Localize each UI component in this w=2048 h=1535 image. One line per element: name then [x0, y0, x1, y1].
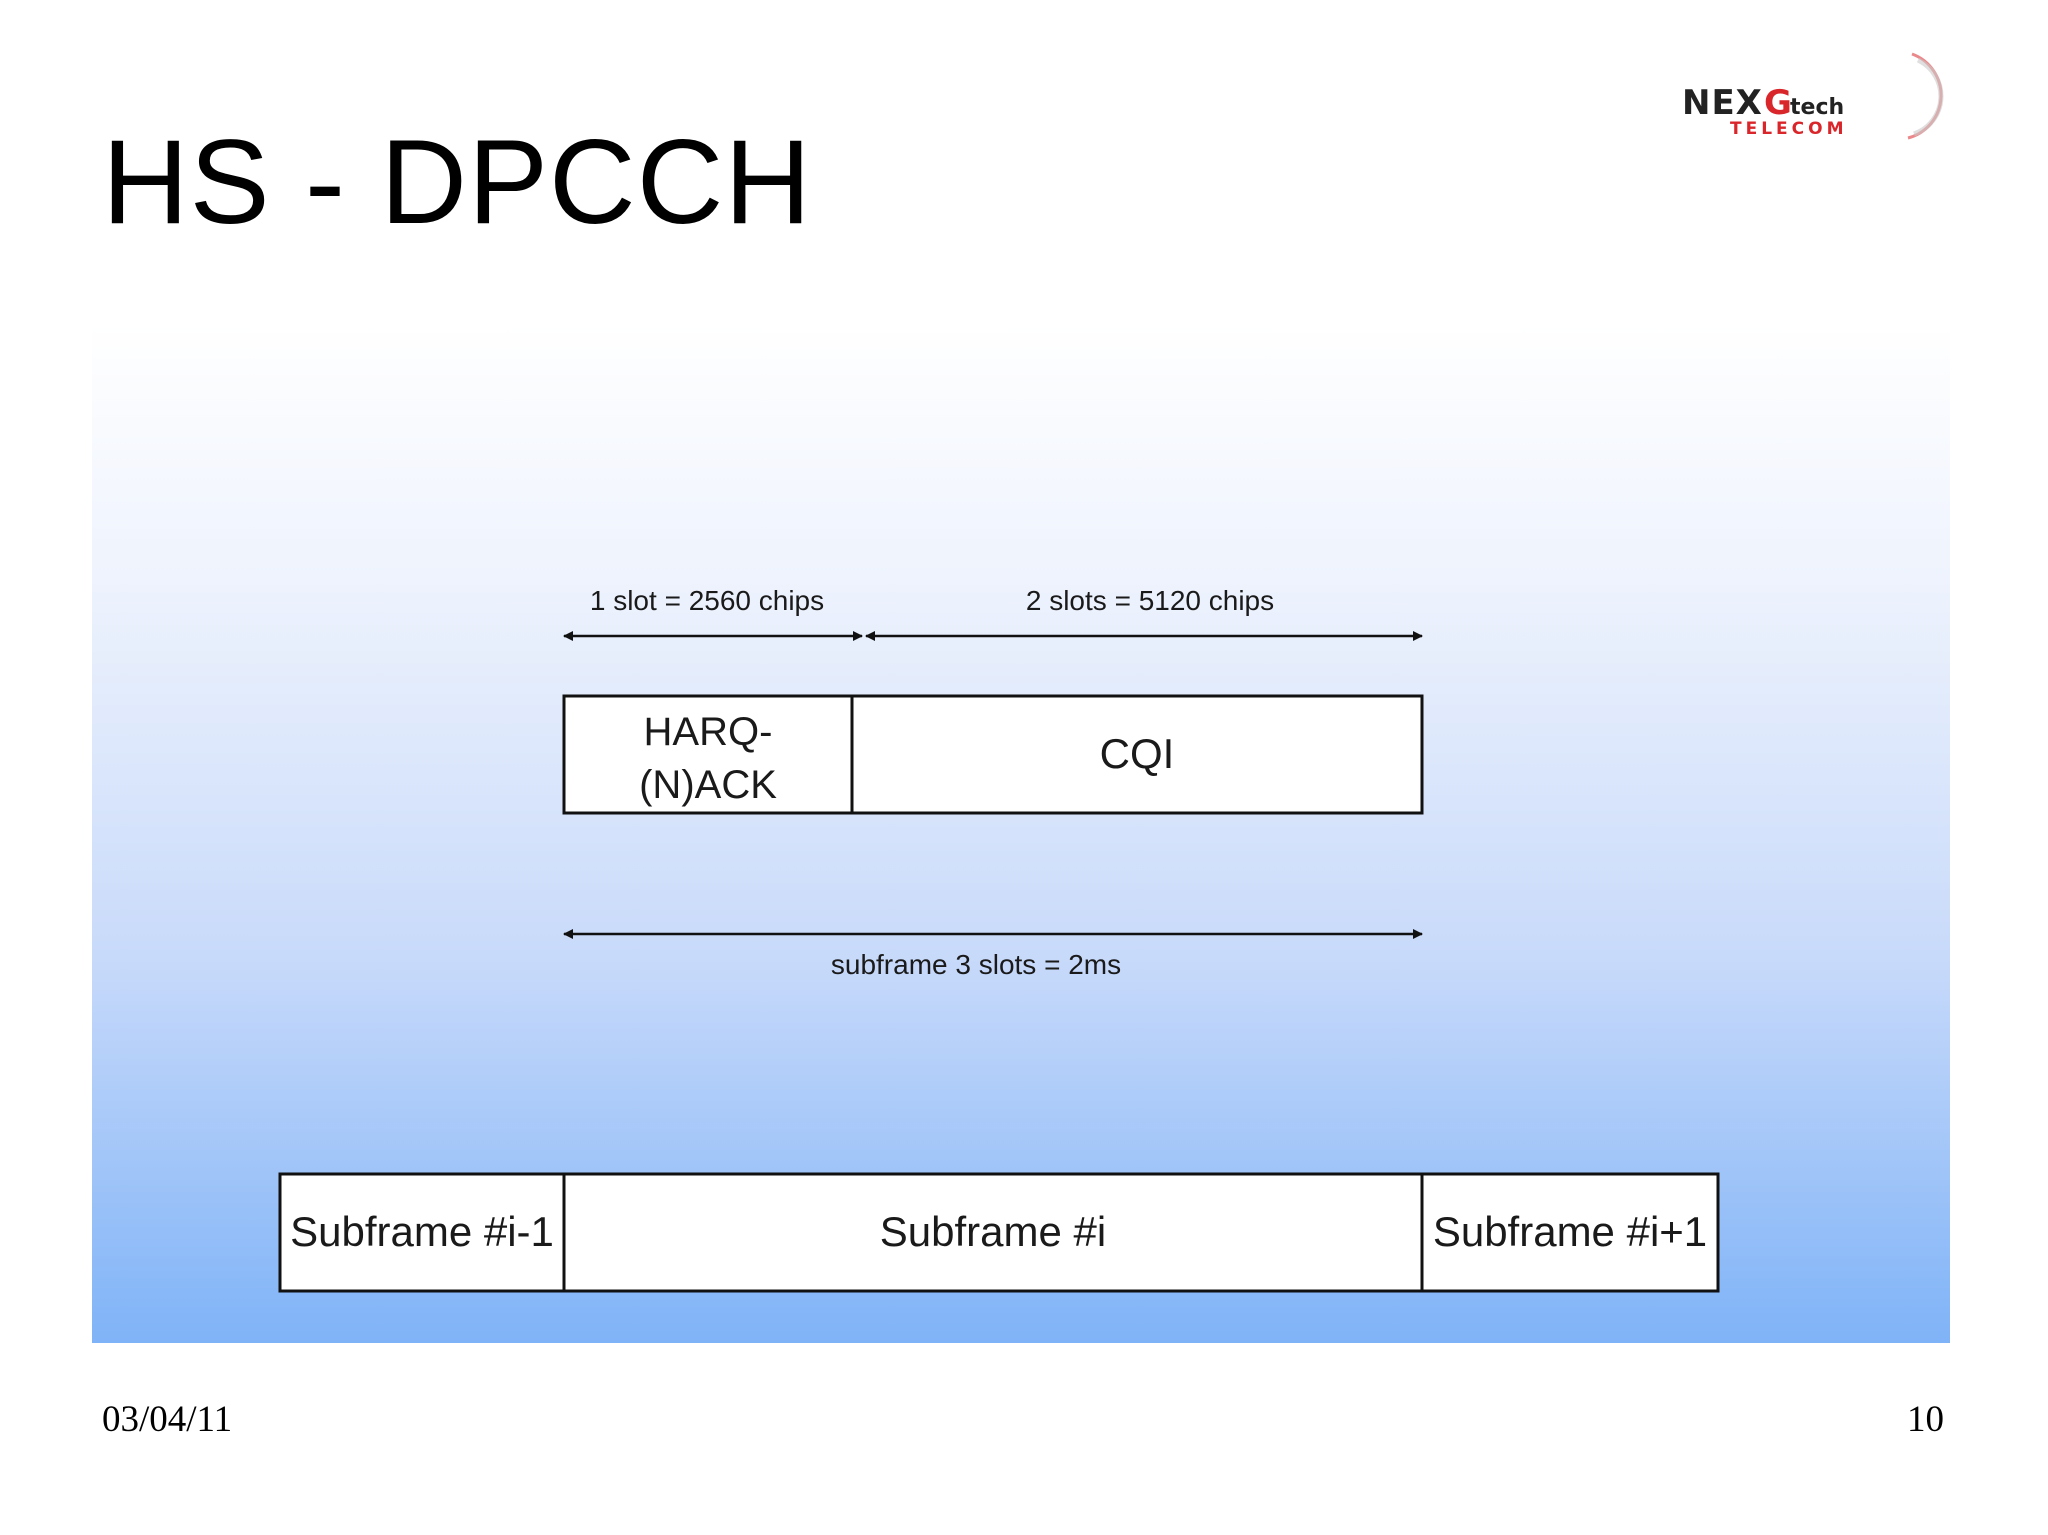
cqi-label: CQI: [1100, 730, 1175, 777]
svg-text:G: G: [1764, 83, 1792, 123]
subframe-current-label: Subframe #i: [880, 1208, 1106, 1255]
slide-page-number: 10: [1907, 1399, 1944, 1440]
slide-title: HS - DPCCH: [102, 115, 813, 249]
slot-label-2: 2 slots = 5120 chips: [1026, 585, 1274, 616]
harq-label-line1: HARQ-: [644, 710, 773, 754]
slide-date: 03/04/11: [102, 1399, 233, 1440]
subframe-current-box: [562, 1172, 1424, 1293]
svg-text:tech: tech: [1790, 95, 1844, 120]
subframe-prev-label: Subframe #i-1: [290, 1208, 554, 1255]
subframe-next-box: [1420, 1172, 1720, 1293]
svg-text:TELECOM: TELECOM: [1730, 119, 1848, 139]
subframe-duration-label: subframe 3 slots = 2ms: [831, 949, 1121, 980]
subframe-next-label: Subframe #i+1: [1433, 1208, 1707, 1255]
cqi-field-box: [850, 694, 1424, 815]
slot-label-1: 1 slot = 2560 chips: [590, 585, 824, 616]
subframe-prev-box: [278, 1172, 566, 1293]
harq-label-line2: (N)ACK: [639, 763, 777, 807]
svg-text:NEX: NEX: [1682, 83, 1763, 123]
diagram-panel: 1 slot = 2560 chips 2 slots = 5120 chips…: [92, 324, 1950, 1343]
nexgtech-logo: NEX G tech TELECOM: [1682, 52, 1944, 140]
harq-field-box: [562, 694, 854, 815]
hs-dpcch-frame-diagram: 1 slot = 2560 chips 2 slots = 5120 chips…: [278, 585, 1720, 1293]
